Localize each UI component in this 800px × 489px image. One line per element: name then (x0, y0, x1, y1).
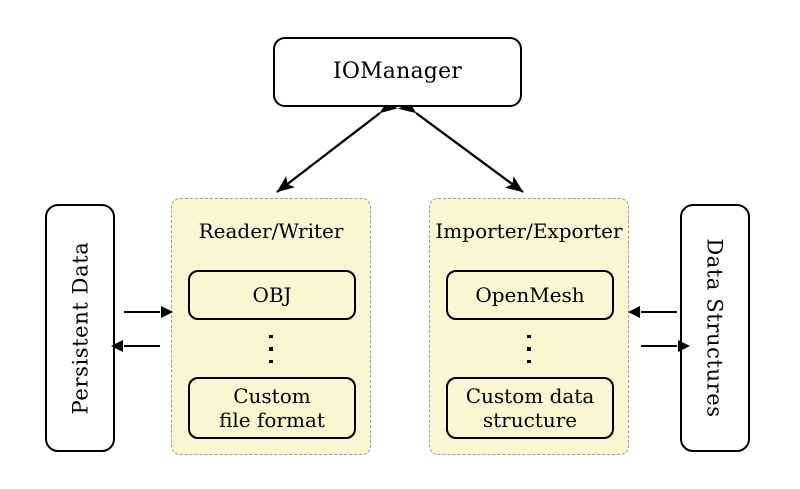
arrow-persistent-data-to-reader-writer (124, 311, 160, 314)
node-data-structures-label: Data Structures (703, 238, 728, 418)
node-iomanager-label: IOManager (332, 59, 463, 85)
leaf-openmesh[interactable]: OpenMesh (446, 270, 614, 320)
arrow-importer-exporter-to-data-structures (641, 345, 677, 348)
leaf-custom-data-structure[interactable]: Custom data structure (446, 377, 614, 439)
arrow-iomanager-readerwriter (276, 96, 398, 193)
node-iomanager[interactable]: IOManager (273, 37, 522, 107)
ellipsis-dot (269, 347, 273, 351)
arrow-reader-writer-to-persistent-data (124, 345, 160, 348)
ellipsis-dot (527, 347, 531, 351)
ellipsis-dot (527, 335, 531, 339)
group-importer-exporter[interactable]: Importer/Exporter OpenMesh Custom data s… (429, 198, 629, 455)
leaf-obj[interactable]: OBJ (188, 270, 356, 320)
group-reader-writer-title: Reader/Writer (198, 219, 344, 243)
ellipsis-importer-exporter (430, 335, 628, 364)
node-persistent-data[interactable]: Persistent Data (45, 204, 115, 452)
ellipsis-dot (527, 359, 531, 364)
arrow-data-structures-to-importer-exporter (641, 311, 677, 314)
ellipsis-dot (269, 335, 273, 339)
leaf-custom-file-format[interactable]: Custom file format (188, 377, 356, 439)
node-persistent-data-label: Persistent Data (68, 241, 92, 415)
arrow-iomanager-importerexporter (398, 97, 524, 193)
node-data-structures[interactable]: Data Structures (680, 204, 750, 452)
group-reader-writer[interactable]: Reader/Writer OBJ Custom file format (171, 198, 371, 455)
group-importer-exporter-title: Importer/Exporter (435, 219, 623, 243)
ellipsis-dot (269, 359, 273, 364)
ellipsis-reader-writer (172, 335, 370, 364)
